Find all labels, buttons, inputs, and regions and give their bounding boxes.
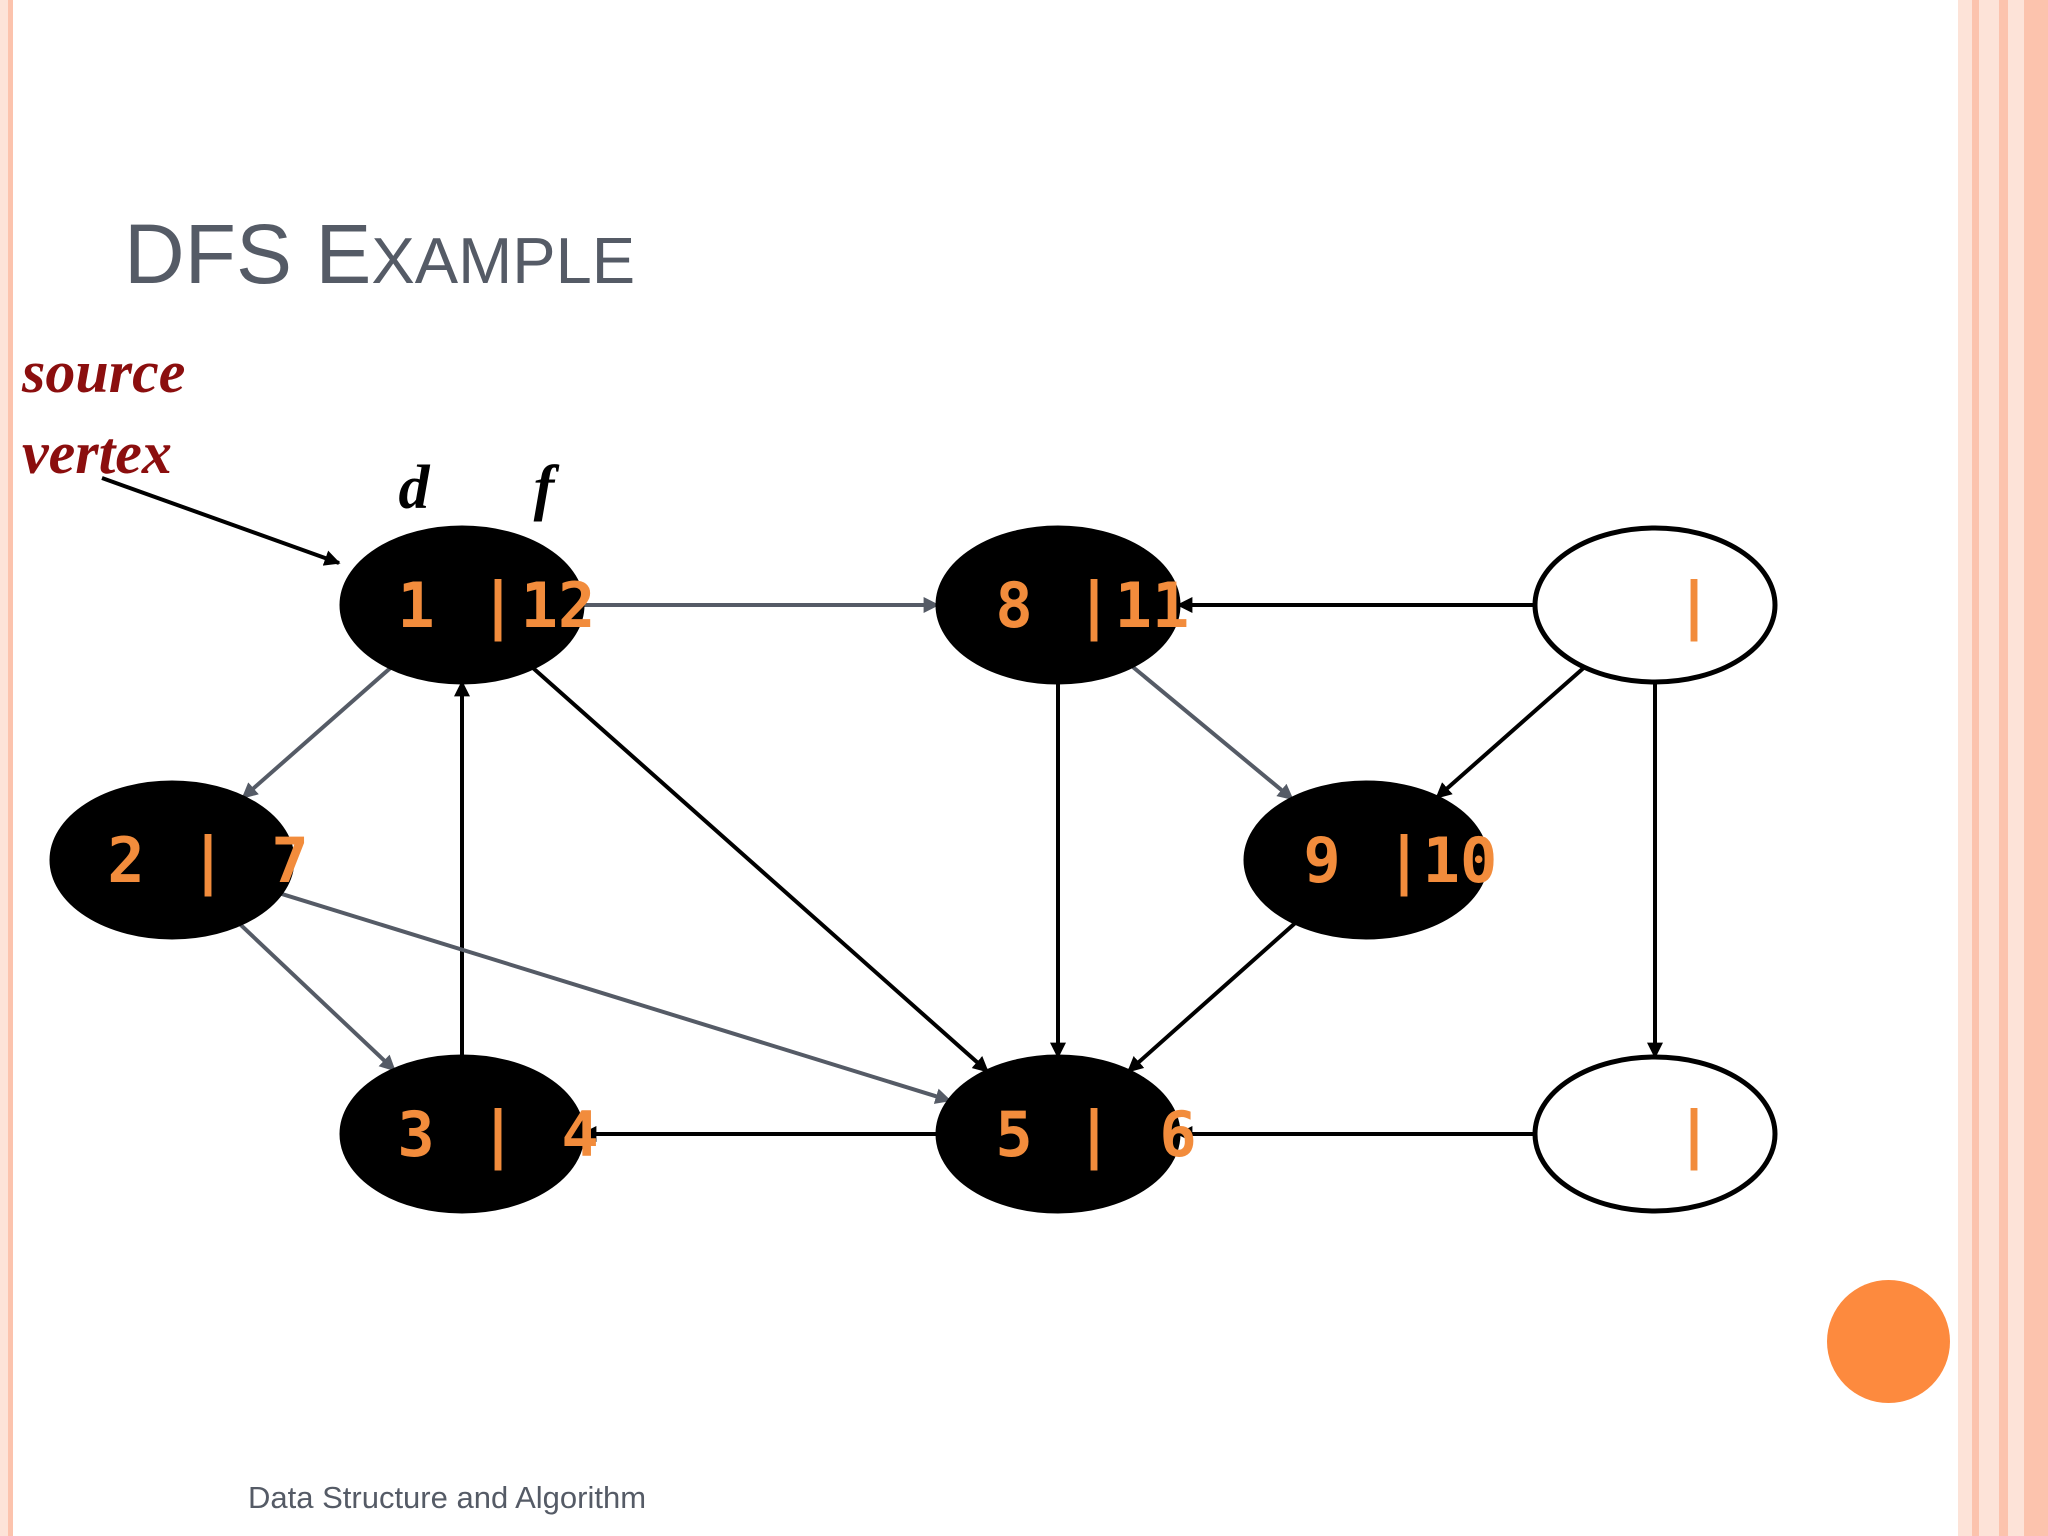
edge-v1-to-v2: [241, 665, 393, 800]
vertex-v1: 1 |12: [339, 525, 596, 685]
vertex-v3: 3 | 4: [339, 1054, 599, 1214]
vertex-finish-time: 10: [1423, 824, 1498, 897]
source-label-line2: vertex: [22, 420, 172, 486]
border-stripe: [8, 0, 13, 1536]
vertex-finish-time: 6: [1159, 1098, 1196, 1171]
edge-v2-to-v5: [279, 891, 952, 1104]
vertex-shape: [1532, 1054, 1778, 1214]
source-pointer-arrow: [101, 476, 341, 566]
border-stripe: [1972, 0, 1979, 1536]
vertex-separator: |: [1075, 569, 1112, 643]
vertex-separator: |: [189, 824, 226, 898]
vertex-finish-time: 11: [1115, 569, 1190, 642]
edge-v1-to-v5: [530, 665, 990, 1074]
vertex-discovery-time: 3: [397, 1098, 434, 1171]
vertex-shape: [339, 525, 585, 685]
vertex-v2: 2 | 7: [49, 780, 309, 940]
label-f: f: [534, 454, 560, 522]
vertex-shape: [1532, 525, 1778, 685]
vertex-discovery-time: 2: [107, 824, 144, 897]
border-stripe: [0, 0, 8, 1536]
title-first: DFS E: [124, 207, 372, 301]
vertex-shape: [935, 525, 1181, 685]
vertex-v9: 9 |10: [1243, 780, 1498, 940]
edge-vtr-to-v9: [1435, 665, 1586, 800]
vertex-shape: [339, 1054, 585, 1214]
vertex-finish-time: 7: [271, 824, 308, 897]
edge-v8-to-v9: [1130, 664, 1294, 801]
vertex-vbr: |: [1532, 1054, 1778, 1214]
vertex-shape: [1243, 780, 1489, 940]
border-stripe: [2024, 0, 2048, 1536]
vertex-separator: |: [1675, 569, 1712, 643]
title-rest: XAMPLE: [371, 224, 636, 297]
vertex-discovery-time: 9: [1303, 824, 1340, 897]
vertex-finish-time: 12: [521, 569, 596, 642]
border-stripe: [1999, 0, 2008, 1536]
vertex-vtr: |: [1532, 525, 1778, 685]
edges-group: [238, 597, 1663, 1142]
vertex-discovery-time: 8: [995, 569, 1032, 642]
vertex-discovery-time: 1: [397, 569, 434, 642]
vertex-discovery-time: 5: [995, 1098, 1032, 1171]
vertex-finish-time: 4: [561, 1098, 598, 1171]
edge-v9-to-v5: [1126, 920, 1298, 1074]
vertex-v5: 5 | 6: [935, 1054, 1197, 1214]
vertex-separator: |: [1675, 1098, 1712, 1172]
footer-text: Data Structure and Algorithm: [248, 1480, 647, 1515]
vertex-separator: |: [1385, 824, 1422, 898]
border-stripe: [1958, 0, 1972, 1536]
vertex-separator: |: [479, 569, 516, 643]
page-title: DFS EXAMPLE: [124, 212, 635, 296]
vertex-shape: [49, 780, 295, 940]
border-stripe: [1979, 0, 1999, 1536]
vertex-separator: |: [1075, 1098, 1112, 1172]
border-stripe: [2008, 0, 2024, 1536]
accent-circle: [1827, 1280, 1950, 1403]
label-d: d: [399, 454, 431, 522]
vertex-shape: [935, 1054, 1181, 1214]
edge-v2-to-v3: [238, 922, 396, 1072]
source-label-line1: source: [22, 339, 186, 405]
vertex-v8: 8 |11: [935, 525, 1190, 685]
vertex-separator: |: [479, 1098, 516, 1172]
